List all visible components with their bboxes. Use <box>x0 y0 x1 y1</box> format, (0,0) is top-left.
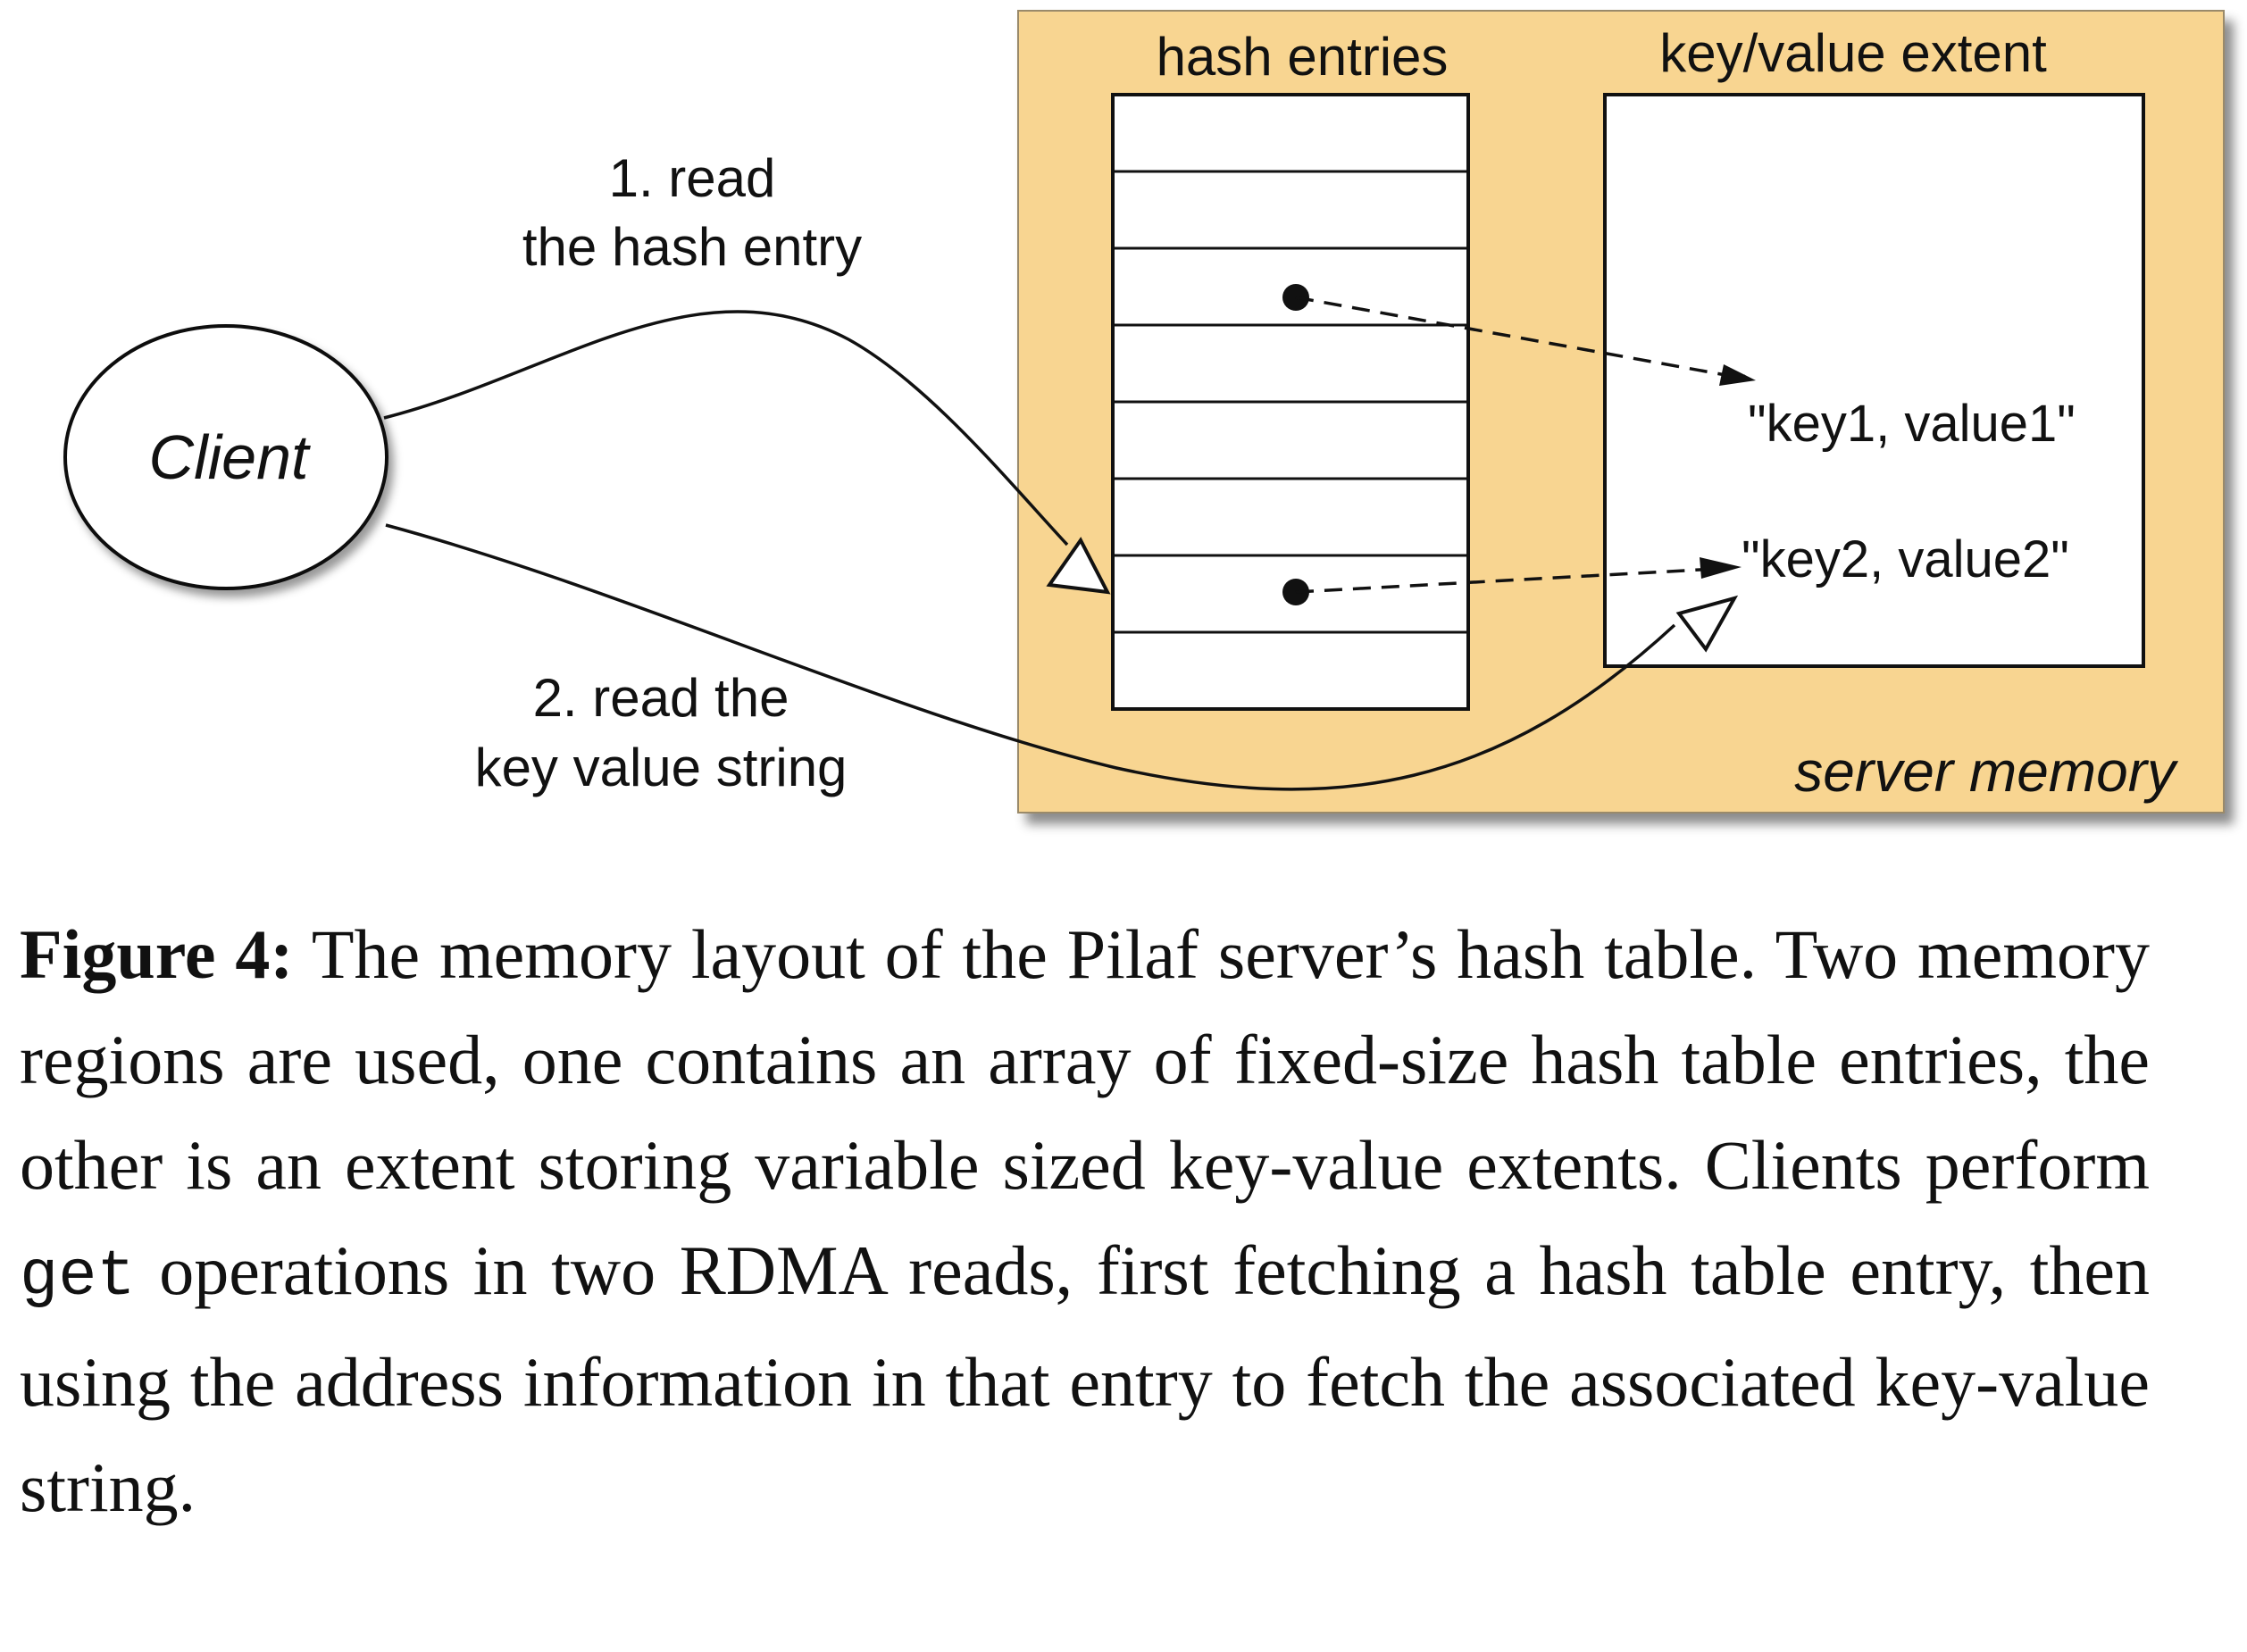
step1-label-line1: 1. read <box>609 148 776 208</box>
hash-entries-label: hash entries <box>1157 27 1449 87</box>
read-kv-string-arrow <box>385 523 1739 791</box>
kv2-string: "key2, value2" <box>1742 530 2069 588</box>
step1-label-line2: the hash entry <box>522 217 862 277</box>
hash-entries-table <box>1111 93 1470 711</box>
caption-text-part2: operations in two RDMA reads, first fetc… <box>20 1231 2150 1526</box>
client-label: Client <box>149 422 312 492</box>
caption-code-get: get <box>20 1240 136 1314</box>
figure-caption: Figure 4: The memory layout of the Pilaf… <box>20 902 2150 1540</box>
kv-extent-label: key/value extent <box>1659 23 2047 83</box>
pointer-arrow-1 <box>1282 284 1756 386</box>
kv1-string: "key1, value1" <box>1748 395 2076 453</box>
memory-layout-diagram: hash entries key/value extent "key1, val… <box>63 10 2225 813</box>
kv-extent-box <box>1603 93 2145 668</box>
figure-label: Figure 4: <box>20 915 294 993</box>
pointer-arrow-2 <box>1282 557 1742 605</box>
step2-label-line1: 2. read the <box>533 668 789 728</box>
client-node <box>63 324 388 590</box>
step2-label-line2: key value string <box>475 738 848 797</box>
server-memory-label: server memory <box>1794 739 2179 804</box>
read-hash-entry-arrow <box>383 310 1111 595</box>
caption-text-part1: The memory layout of the Pilaf server’s … <box>20 915 2150 1204</box>
